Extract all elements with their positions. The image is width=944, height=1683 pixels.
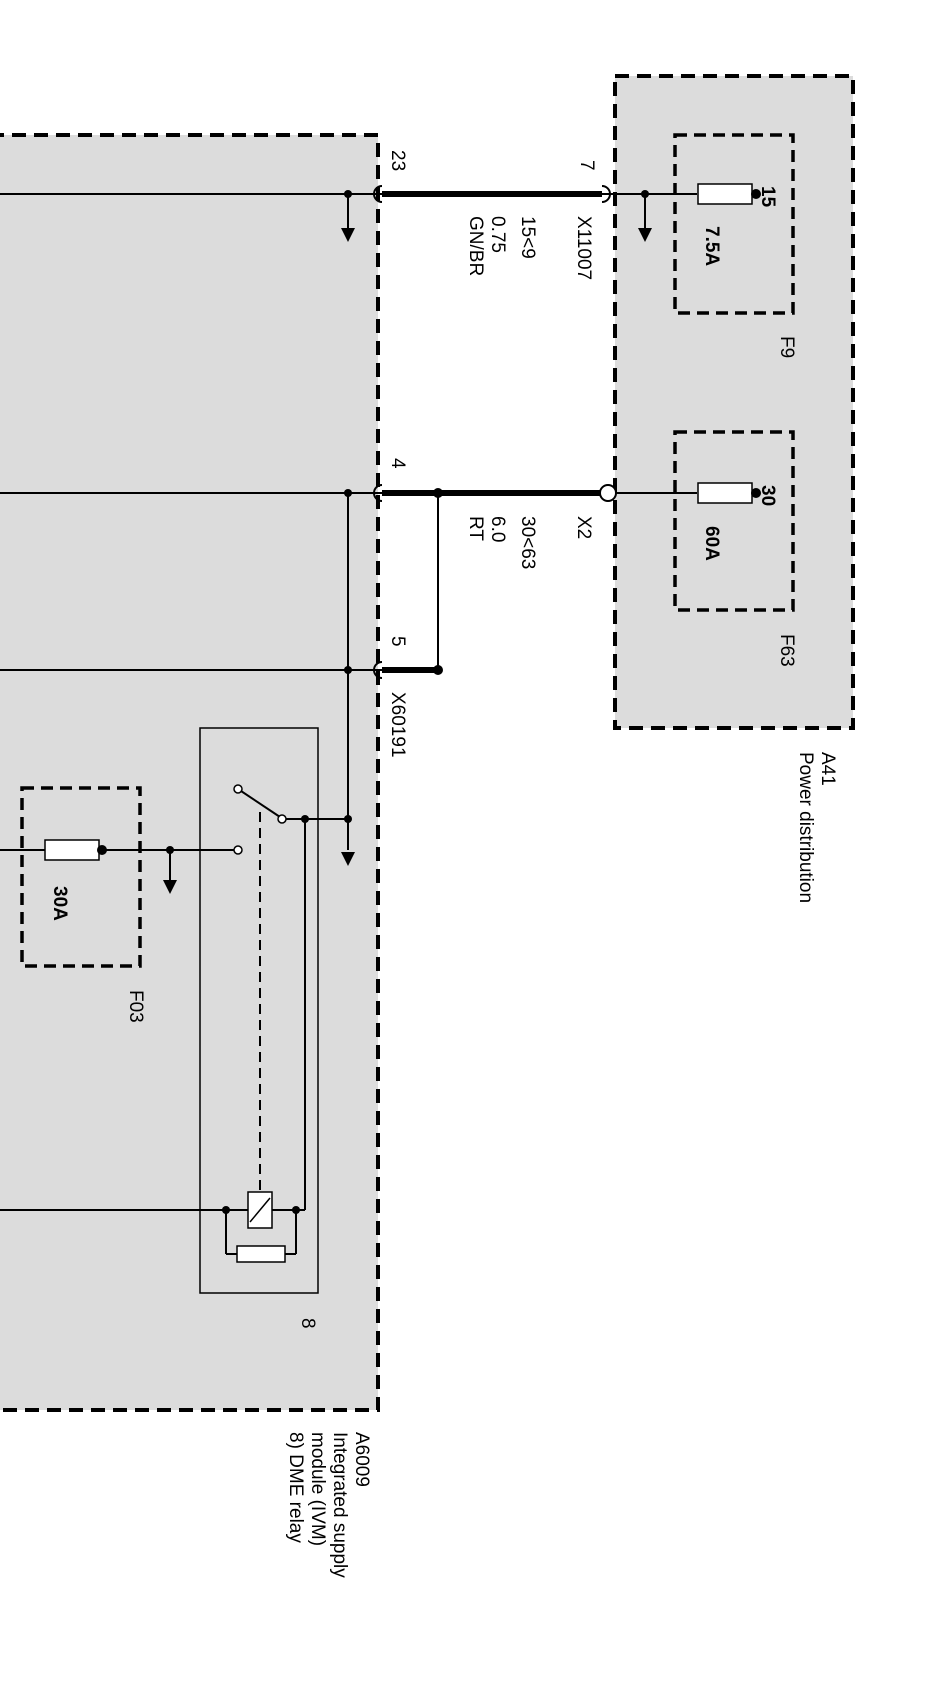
pin-label-5: 5 [387, 636, 408, 647]
pin-label-7: 7 [576, 160, 597, 171]
fuse-f9-terminal: 15 [757, 186, 778, 208]
fuse-f63-box [673, 430, 795, 612]
ground-arrow-icon [163, 880, 177, 894]
fuse-f9-id: F9 [776, 336, 797, 358]
wire2-circuit: 30<63 [517, 516, 538, 569]
pin-label-23: 23 [387, 150, 408, 171]
ground-arrow-icon [638, 228, 652, 242]
wire1-size: 0.75 [487, 216, 508, 253]
fuse-f63-id: F63 [776, 634, 797, 667]
wire2-color: RT [465, 516, 486, 541]
fuse-f03-rating: 30A [49, 886, 70, 921]
relay-coil-slash [249, 1197, 271, 1223]
switch-contact-icon [233, 784, 243, 794]
fuse-terminal-dot [751, 488, 761, 498]
fuse-f03-icon [44, 839, 100, 861]
fuse-terminal-dot [751, 189, 761, 199]
module-a41-id: A41 [817, 752, 838, 786]
fuse-terminal-dot [97, 845, 107, 855]
connector-pin-7-icon [601, 185, 611, 203]
module-a41-desc: Power distribution [795, 752, 816, 903]
connector-pin-23-icon [373, 185, 383, 203]
fuse-f9-box [673, 133, 795, 315]
fuse-f63-terminal: 30 [757, 485, 778, 506]
connector-label-x11007: X11007 [573, 216, 594, 280]
fuse-f63-rating: 60A [701, 526, 722, 561]
switch-contact-icon [233, 845, 243, 855]
x2-terminal-circle [599, 484, 617, 502]
junction-dot [433, 665, 443, 675]
fuse-f03-id: F03 [125, 990, 146, 1023]
junction-dot [301, 815, 309, 823]
module-a6009-desc-1: Integrated supply [329, 1432, 350, 1578]
junction-dot [344, 815, 352, 823]
relay-box [199, 727, 319, 1294]
ground-arrow-icon [341, 228, 355, 242]
circuit-15-line [0, 191, 697, 232]
relay-switch-lines [0, 788, 349, 1255]
resistor-icon [236, 1245, 286, 1263]
fuse-f03-box [20, 786, 142, 968]
junction-dot [222, 1206, 230, 1214]
junction-dot [433, 488, 443, 498]
junction-dot [292, 1206, 300, 1214]
wire1-color: GN/BR [465, 216, 486, 276]
module-a6009-desc-2: module (IVM) [307, 1432, 328, 1546]
wire2-size: 6.0 [487, 516, 508, 542]
fuse-f9-icon [697, 183, 753, 205]
connector-pin-5-icon [373, 661, 383, 679]
module-a6009-id: A6009 [351, 1432, 372, 1487]
ivm-module-box [0, 133, 380, 1412]
connector-label-x2: X2 [573, 516, 594, 539]
junction-dot [344, 190, 352, 198]
ground-arrow-icon [341, 852, 355, 866]
junction-dot [641, 190, 649, 198]
junction-dot [344, 489, 352, 497]
fuse-f63-icon [697, 482, 753, 504]
junction-dot [166, 846, 174, 854]
fuse-f9-rating: 7.5A [701, 226, 722, 266]
connector-label-x60191: X60191 [387, 692, 408, 758]
module-a6009-desc-3: 8) DME relay [285, 1432, 306, 1543]
connector-pin-4-icon [373, 484, 383, 502]
relay-ref: 8 [297, 1318, 318, 1329]
pin-label-4: 4 [387, 458, 408, 469]
power-distribution-box [613, 74, 855, 730]
junction-dot [344, 666, 352, 674]
circuit-30-line [0, 490, 697, 850]
switch-contact-icon [277, 814, 287, 824]
wire1-circuit: 15<9 [517, 216, 538, 259]
